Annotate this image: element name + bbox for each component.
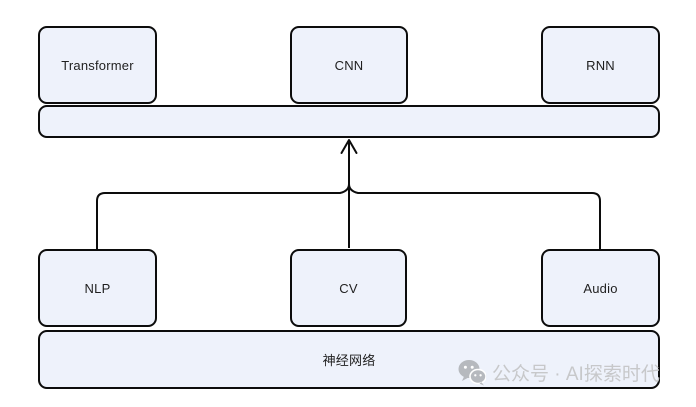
connector-nlp-line: [96, 183, 350, 250]
node-nlp: NLP: [38, 249, 157, 327]
node-rnn: RNN: [541, 26, 660, 104]
watermark: 公众号 · AI探索时代: [458, 359, 660, 386]
connector-audio-line: [348, 183, 601, 249]
node-audio: Audio: [541, 249, 660, 327]
node-cnn: CNN: [290, 26, 408, 104]
wechat-icon: [458, 360, 486, 386]
watermark-text: 公众号 · AI探索时代: [492, 364, 660, 385]
node-cv: CV: [290, 249, 407, 327]
arrow-up-icon: [340, 139, 358, 154]
neural-network-bar: 神经网络: [38, 330, 660, 389]
node-transformer: Transformer: [38, 26, 157, 104]
top-bar: [38, 105, 660, 138]
